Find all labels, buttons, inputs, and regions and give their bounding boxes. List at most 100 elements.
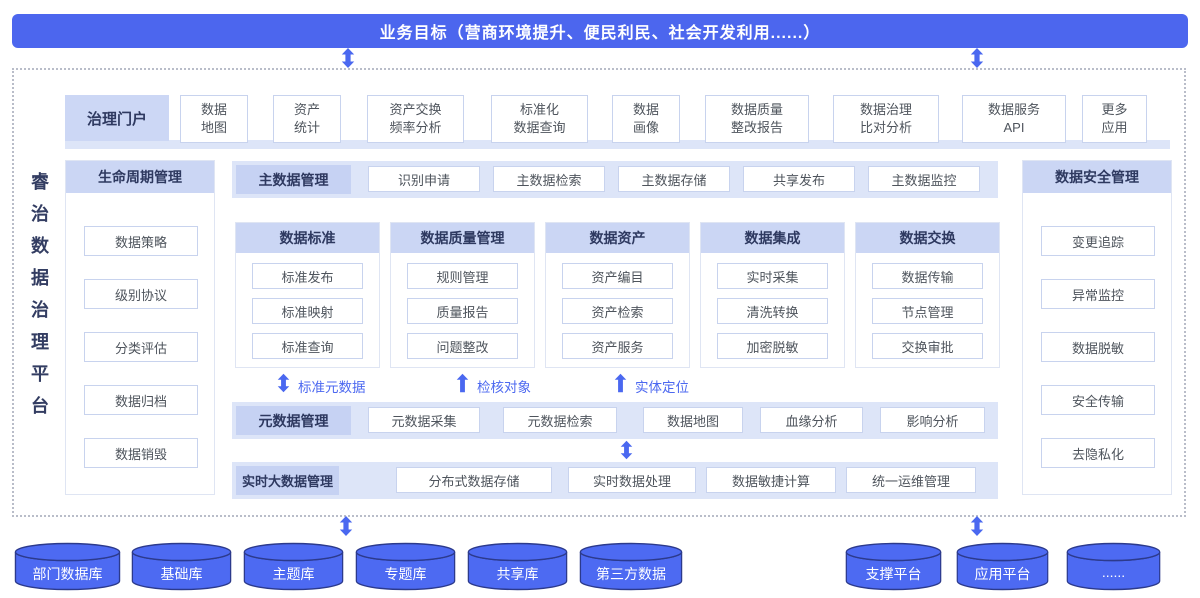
datasource-cylinder: 专题库 [355, 542, 456, 592]
datasource-cylinder: 共享库 [467, 542, 568, 592]
lifecycle-item: 级别协议 [84, 279, 198, 309]
metadata-item: 元数据检索 [503, 407, 617, 433]
security-panel: 数据安全管理 变更追踪 异常监控 数据脱敏 安全传输 去隐私化 [1022, 160, 1172, 495]
module-column-data-exchange: 数据交换 数据传输 节点管理 交换审批 [855, 222, 1000, 368]
module-item: 交换审批 [872, 333, 983, 359]
lifecycle-panel-title: 生命周期管理 [66, 161, 214, 193]
metadata-item: 数据地图 [643, 407, 743, 433]
module-item: 资产服务 [562, 333, 673, 359]
lifecycle-item: 数据策略 [84, 226, 198, 256]
platform-cylinder: 支撑平台 [845, 542, 942, 592]
portal-row-strip [65, 140, 1170, 149]
platform-cylinder: ...... [1066, 542, 1161, 592]
module-item: 质量报告 [407, 298, 518, 324]
security-item: 异常监控 [1041, 279, 1155, 309]
module-item: 规则管理 [407, 263, 518, 289]
master-data-item: 主数据检索 [493, 166, 605, 192]
module-column-data-quality: 数据质量管理 规则管理 质量报告 问题整改 [390, 222, 535, 368]
datasource-cylinder: 基础库 [131, 542, 232, 592]
master-data-item: 主数据存储 [618, 166, 730, 192]
cylinder-label: 专题库 [384, 566, 427, 582]
metadata-row: 元数据管理 元数据采集 元数据检索 数据地图 血缘分析 影响分析 [232, 402, 998, 439]
banner-link-arrow-right-icon [970, 48, 984, 68]
portal-tab: 治理门户 [65, 95, 169, 141]
module-column-data-standard: 数据标准 标准发布 标准映射 标准查询 [235, 222, 380, 368]
module-item: 清洗转换 [717, 298, 828, 324]
datasource-cylinder: 部门数据库 [14, 542, 121, 592]
flow-label-standard-metadata: 标准元数据 [298, 380, 366, 395]
portal-item-std-query: 标准化 数据查询 [491, 95, 588, 143]
module-item: 标准映射 [252, 298, 363, 324]
module-column-data-integration: 数据集成 实时采集 清洗转换 加密脱敏 [700, 222, 845, 368]
check-object-arrow-icon [456, 372, 469, 394]
module-item: 资产检索 [562, 298, 673, 324]
master-data-row: 主数据管理 识别申请 主数据检索 主数据存储 共享发布 主数据监控 [232, 161, 998, 198]
business-goal-banner: 业务目标（营商环境提升、便民利民、社会开发利用......） [12, 14, 1188, 48]
module-column-title: 数据集成 [701, 223, 844, 253]
platform-link-arrow-right-icon [970, 516, 984, 536]
platform-frame [12, 68, 1186, 517]
entity-locate-arrow-icon [614, 372, 627, 394]
bigdata-item: 实时数据处理 [568, 467, 696, 493]
master-data-row-label: 主数据管理 [236, 165, 351, 194]
cylinder-label: 共享库 [496, 566, 539, 582]
metadata-item: 血缘分析 [760, 407, 863, 433]
lifecycle-item: 数据销毁 [84, 438, 198, 468]
master-data-item: 主数据监控 [868, 166, 980, 192]
security-panel-title: 数据安全管理 [1023, 161, 1171, 193]
portal-item-compare: 数据治理 比对分析 [833, 95, 939, 143]
module-column-title: 数据标准 [236, 223, 379, 253]
portal-item-exchange-freq: 资产交换 频率分析 [367, 95, 464, 143]
lifecycle-item: 数据归档 [84, 385, 198, 415]
cylinder-label: 基础库 [160, 566, 203, 582]
cylinder-label: 应用平台 [974, 566, 1031, 582]
module-item: 数据传输 [872, 263, 983, 289]
metadata-row-label: 元数据管理 [236, 406, 351, 435]
cylinder-label: 部门数据库 [32, 566, 103, 582]
lifecycle-item: 分类评估 [84, 332, 198, 362]
datasource-cylinder: 第三方数据 [579, 542, 683, 592]
cylinder-label: 支撑平台 [865, 566, 922, 582]
module-item: 资产编目 [562, 263, 673, 289]
cylinder-label: ...... [1101, 564, 1126, 580]
module-column-title: 数据资产 [546, 223, 689, 253]
datasource-cylinder: 主题库 [243, 542, 344, 592]
bigdata-item: 分布式数据存储 [396, 467, 552, 493]
master-data-item: 识别申请 [368, 166, 480, 192]
module-item: 节点管理 [872, 298, 983, 324]
standard-metadata-arrow-icon [277, 372, 290, 394]
datasource-link-arrow-left-icon [339, 516, 353, 536]
flow-label-entity-locate: 实体定位 [635, 380, 689, 395]
module-column-title: 数据交换 [856, 223, 999, 253]
module-column-title: 数据质量管理 [391, 223, 534, 253]
flow-label-check-object: 检核对象 [477, 380, 531, 395]
portal-item-quality-report: 数据质量 整改报告 [705, 95, 809, 143]
module-item: 实时采集 [717, 263, 828, 289]
security-item: 变更追踪 [1041, 226, 1155, 256]
bigdata-row: 实时大数据管理 分布式数据存储 实时数据处理 数据敏捷计算 统一运维管理 [232, 462, 998, 499]
portal-item-more-apps: 更多 应用 [1082, 95, 1147, 143]
module-item: 加密脱敏 [717, 333, 828, 359]
metadata-item: 影响分析 [880, 407, 985, 433]
security-item: 去隐私化 [1041, 438, 1155, 468]
module-item: 标准发布 [252, 263, 363, 289]
cylinder-label: 第三方数据 [596, 566, 666, 582]
module-item: 问题整改 [407, 333, 518, 359]
bigdata-item: 数据敏捷计算 [706, 467, 836, 493]
master-data-item: 共享发布 [743, 166, 855, 192]
cylinder-label: 主题库 [272, 566, 315, 582]
portal-item-data-profile: 数据 画像 [612, 95, 680, 143]
portal-item-asset-stats: 资产 统计 [273, 95, 341, 143]
metadata-bigdata-arrow-icon [620, 439, 633, 461]
portal-item-service-api: 数据服务 API [962, 95, 1066, 143]
platform-vertical-title: 睿治数据治理平台 [29, 172, 49, 428]
security-item: 安全传输 [1041, 385, 1155, 415]
bigdata-item: 统一运维管理 [846, 467, 976, 493]
bigdata-row-label: 实时大数据管理 [236, 466, 339, 495]
metadata-item: 元数据采集 [368, 407, 480, 433]
platform-cylinder: 应用平台 [956, 542, 1049, 592]
lifecycle-panel: 生命周期管理 数据策略 级别协议 分类评估 数据归档 数据销毁 [65, 160, 215, 495]
module-item: 标准查询 [252, 333, 363, 359]
banner-link-arrow-left-icon [341, 48, 355, 68]
